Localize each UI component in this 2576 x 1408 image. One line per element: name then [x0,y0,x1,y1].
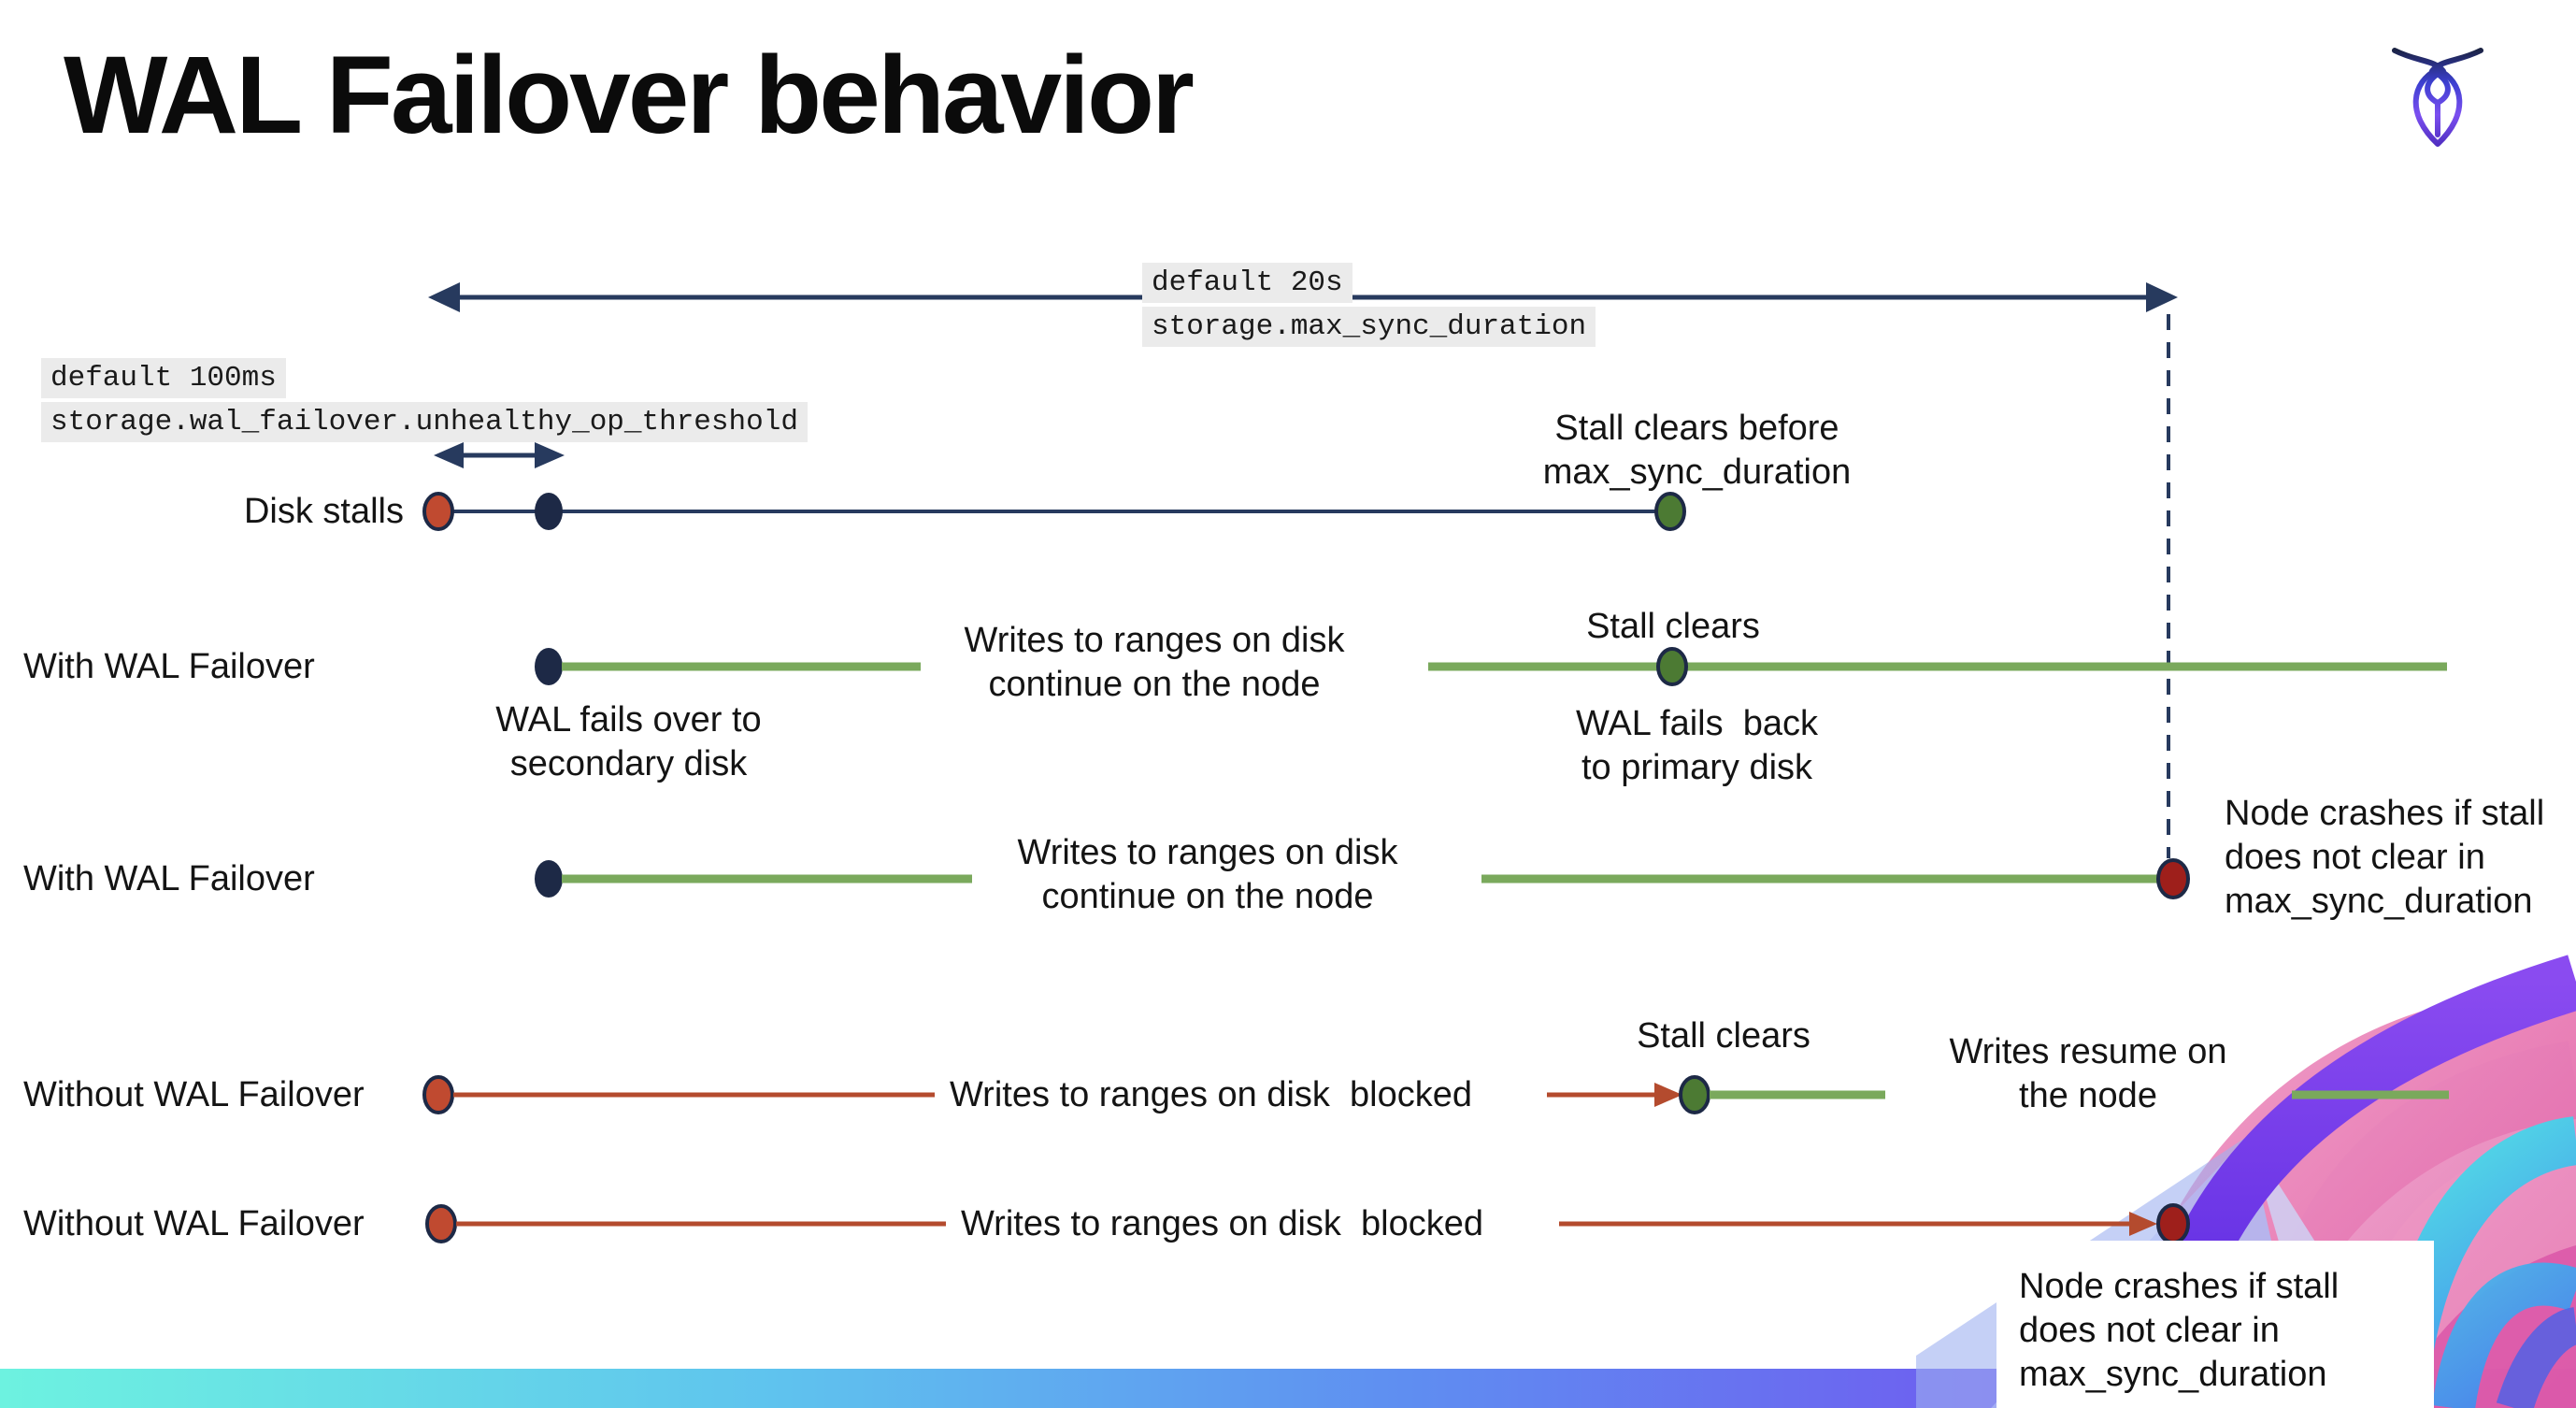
timeline-disk-stalls [422,492,1686,531]
annotation-line: the node [2019,1076,2157,1115]
annotation-line: WAL fails over to [495,700,762,740]
timeline-without-failover-2 [425,1203,2190,1244]
annotation-line: to primary disk [1581,748,1813,787]
failover-dot [535,860,563,898]
arrowhead-right-icon [535,442,565,468]
annotation-line: max_sync_duration [1542,453,1852,492]
arrowhead-left-icon [428,282,460,312]
setting-max-sync-default: default 20s [1142,263,1352,303]
setting-name-value: storage.wal_failover.unhealthy_op_thresh… [41,402,808,442]
setting-threshold-default: default 100ms [41,358,286,398]
annotation-line: does not clear in [2225,838,2485,877]
setting-name-value: storage.max_sync_duration [1142,307,1596,347]
annotation-writes-blocked-2: Writes to ranges on disk blocked [961,1204,1484,1243]
setting-max-sync-name: storage.max_sync_duration [1142,307,1596,347]
unhealthy-op-threshold-arrow [434,442,565,468]
arrowhead-left-icon [434,442,464,468]
arrowhead-right-icon [2146,282,2178,312]
row-label-with-wal-failover-2: With WAL Failover [23,859,315,898]
annotation-line: Stall clears before [1554,409,1839,448]
failover-threshold-dot [535,493,563,530]
crash-note-box: Node crashes if stall does not clear in ma… [1996,1241,2434,1408]
annotation-stall-clears-2: Stall clears [1637,1016,1810,1056]
arrowhead-right-icon [1654,1083,1682,1107]
annotation-line: max_sync_duration [2019,1355,2327,1394]
annotation-writes-resume: Writes resume on the node [1925,1030,2252,1118]
timeline-without-failover-1 [422,1075,2449,1114]
annotation-line: Writes to ranges on disk [964,621,1345,660]
cockroachdb-logo-icon [2392,48,2483,147]
annotation-line: Node crashes if stall [2019,1267,2340,1306]
stall-clear-dot [1656,647,1688,686]
row-label-without-wal-failover-1: Without WAL Failover [23,1075,365,1114]
annotation-writes-continue-2: Writes to ranges on disk continue on the … [993,831,1423,919]
timeline-with-failover-2 [535,858,2190,899]
stall-start-dot [422,1075,454,1114]
annotation-stall-clears-1: Stall clears [1586,607,1760,646]
annotation-line: Writes to ranges on disk [1017,833,1398,872]
node-crash-dot [2156,858,2190,899]
annotation-writes-continue-1: Writes to ranges on disk continue on the … [939,619,1369,707]
stall-clear-dot [1679,1075,1710,1114]
annotation-writes-blocked-1: Writes to ranges on disk blocked [950,1075,1473,1114]
failover-dot [535,648,563,685]
stall-clear-dot [1654,492,1686,531]
annotation-node-crash-bottom: Node crashes if stall does not clear in ma… [1996,1241,2434,1397]
annotation-line: Node crashes if stall [2225,794,2545,833]
annotation-node-crash-top: Node crashes if stall does not clear in ma… [2225,792,2572,924]
row-label-disk-stalls: Disk stalls [243,492,404,531]
annotation-line: continue on the node [988,665,1321,704]
timeline-with-failover-1 [535,647,2447,686]
annotation-line: secondary disk [509,744,748,783]
row-label-without-wal-failover-2: Without WAL Failover [23,1204,365,1243]
annotation-wal-fails-back: WAL fails back to primary disk [1498,702,1896,790]
setting-default-value: default 20s [1142,263,1352,303]
annotation-line: does not clear in [2019,1311,2280,1350]
annotation-line: max_sync_duration [2225,882,2533,921]
annotation-wal-fails-over: WAL fails over to secondary disk [430,698,827,786]
page-title: WAL Failover behavior [64,34,1195,157]
stall-start-dot [425,1204,457,1243]
row-label-with-wal-failover-1: With WAL Failover [23,647,315,686]
stall-start-dot [422,492,454,531]
annotation-line: Writes resume on [1949,1032,2227,1071]
annotation-line: continue on the node [1041,877,1374,916]
setting-threshold-name: storage.wal_failover.unhealthy_op_thresh… [41,402,808,442]
annotation-line: WAL fails back [1575,704,1819,743]
arrowhead-right-icon [2129,1212,2157,1236]
setting-default-value: default 100ms [41,358,286,398]
annotation-stall-clears-before: Stall clears before max_sync_duration [1484,407,1910,495]
